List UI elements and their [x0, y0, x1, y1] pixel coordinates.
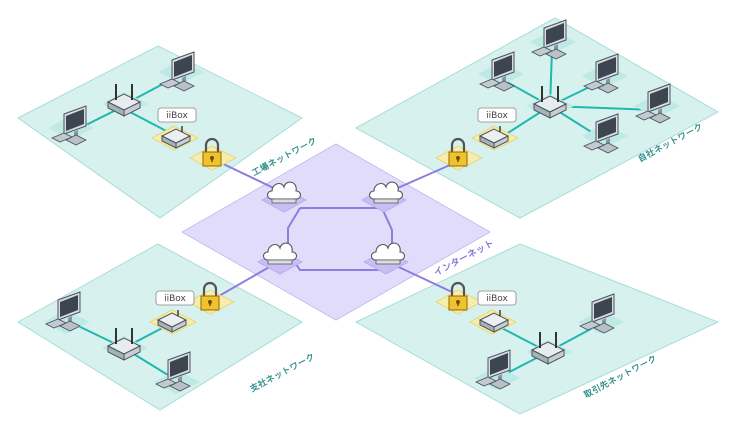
- svg-text:iiBox: iiBox: [486, 111, 508, 121]
- zone-internet: [180, 143, 492, 321]
- zone-partner: [354, 243, 720, 415]
- zone-headquarters: [354, 17, 720, 219]
- iibox-label: iiBox: [155, 290, 195, 306]
- iibox-label: iiBox: [157, 107, 197, 123]
- iibox-label: iiBox: [477, 290, 517, 306]
- svg-text:iiBox: iiBox: [166, 111, 188, 121]
- zone-factory: [17, 45, 303, 219]
- zone-label-branch: 支社ネットワーク: [247, 351, 317, 395]
- iibox-label: iiBox: [477, 107, 517, 123]
- svg-text:iiBox: iiBox: [164, 294, 186, 304]
- svg-text:iiBox: iiBox: [486, 294, 508, 304]
